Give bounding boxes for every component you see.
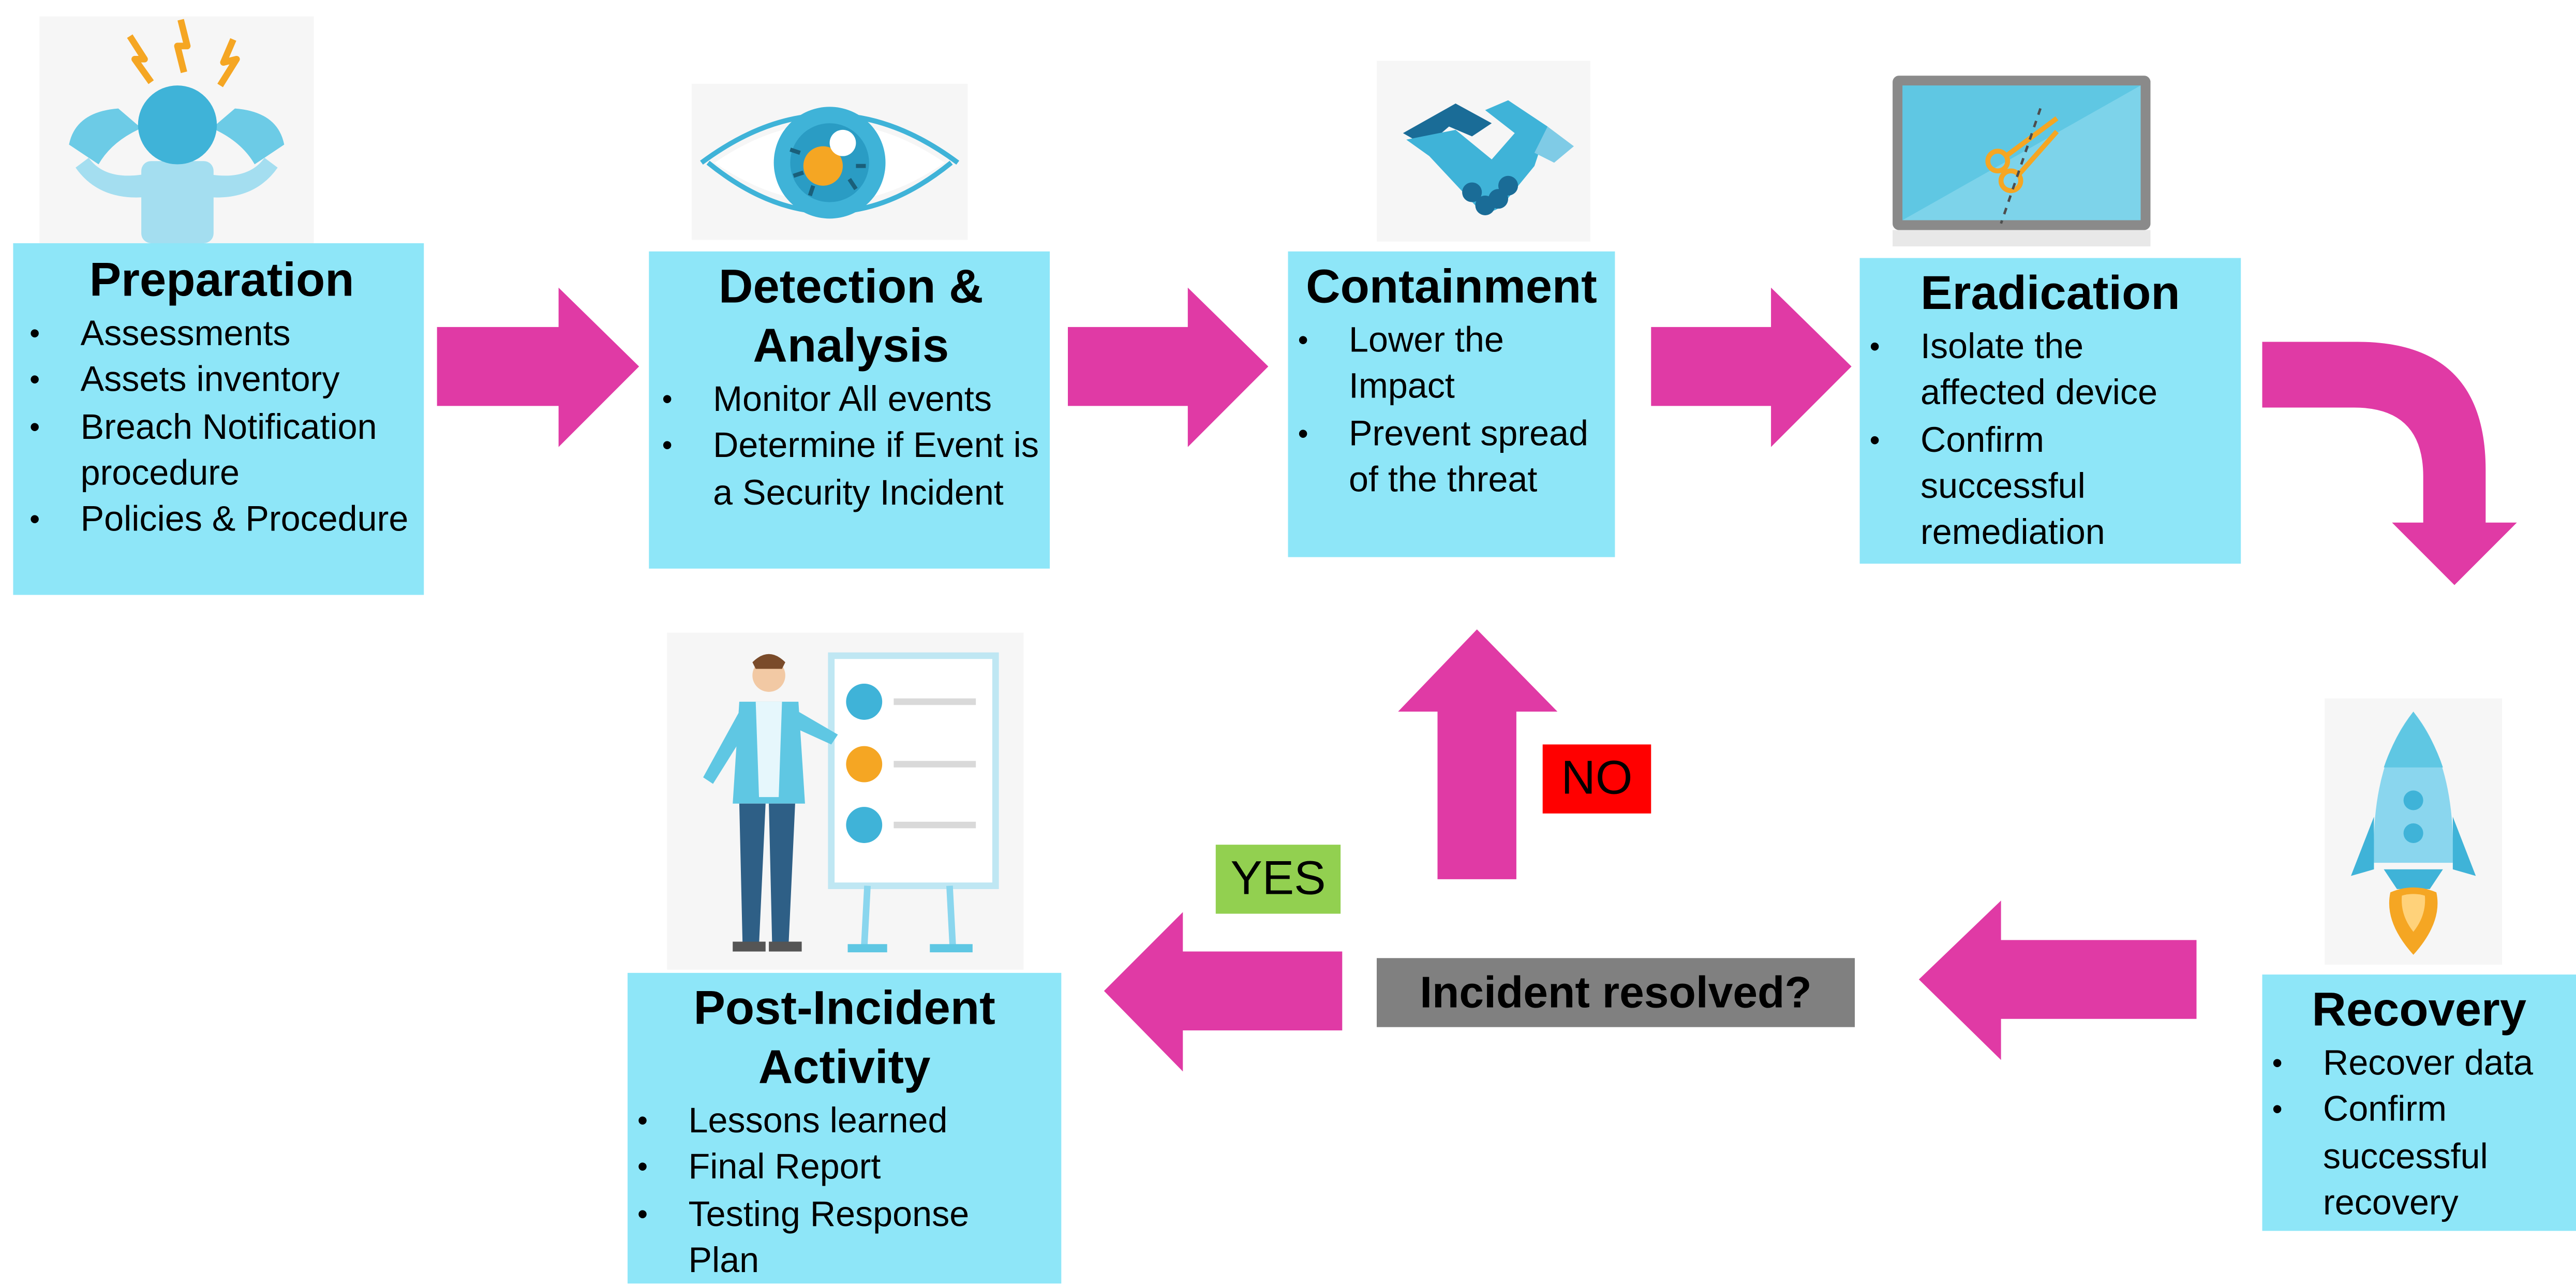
- arrow-decision-to-containment: [1398, 629, 1558, 879]
- list-item: Confirm successful remediation: [1860, 417, 2176, 556]
- yes-label: YES: [1215, 845, 1341, 914]
- arrow-decision-to-post-incident: [1104, 912, 1343, 1072]
- arrow-recovery-to-decision: [1918, 901, 2197, 1060]
- step-detection-analysis: Detection & Analysis Monitor All events …: [649, 251, 1050, 569]
- step-items: Isolate the affected device Confirm succ…: [1860, 324, 2241, 556]
- step-title: Containment: [1306, 261, 1597, 314]
- step-items: Assessments Assets inventory Breach Noti…: [20, 311, 424, 543]
- step-recovery: Recovery Recover data Confirm successful…: [2262, 975, 2576, 1231]
- list-item: Determine if Event is a Security Inciden…: [652, 423, 1050, 516]
- arrow-detection-to-containment: [1068, 287, 1269, 447]
- step-title: Eradication: [1920, 268, 2180, 321]
- list-item: Testing Response Plan: [628, 1191, 1012, 1284]
- step-items: Lower the Impact Prevent spread of the t…: [1288, 317, 1615, 503]
- step-title: Detection & Analysis: [718, 261, 984, 373]
- step-preparation: Preparation Assessments Assets inventory…: [13, 243, 424, 595]
- step-items: Monitor All events Determine if Event is…: [652, 376, 1050, 516]
- presentation-board-icon: [667, 632, 1024, 970]
- eye-icon: [691, 83, 968, 240]
- list-item: Recover data: [2262, 1040, 2543, 1087]
- list-item: Final Report: [628, 1144, 1012, 1191]
- laptop-scissors-icon: [1893, 76, 2151, 247]
- list-item: Policies & Procedure: [20, 497, 424, 544]
- handshake-icon: [1376, 61, 1590, 242]
- step-title: Preparation: [89, 255, 354, 307]
- list-item: Assessments: [20, 311, 424, 358]
- step-containment: Containment Lower the Impact Prevent spr…: [1288, 251, 1615, 557]
- step-eradication: Eradication Isolate the affected device …: [1859, 258, 2241, 564]
- step-post-incident-activity: Post-Incident Activity Lessons learned F…: [628, 972, 1062, 1283]
- step-items: Lessons learned Final Report Testing Res…: [628, 1098, 1061, 1283]
- step-title: Post-Incident Activity: [693, 982, 995, 1095]
- list-item: Confirm successful recovery: [2262, 1087, 2543, 1227]
- arrow-containment-to-eradication: [1651, 287, 1852, 447]
- list-item: Lessons learned: [628, 1098, 1012, 1145]
- step-title: Recovery: [2312, 984, 2527, 1037]
- list-item: Monitor All events: [652, 376, 1050, 423]
- list-item: Prevent spread of the threat: [1288, 410, 1589, 504]
- decision-question: Incident resolved?: [1376, 958, 1855, 1027]
- arrow-preparation-to-detection: [437, 287, 639, 447]
- list-item: Breach Notification procedure: [20, 404, 424, 497]
- list-item: Assets inventory: [20, 357, 424, 404]
- stressed-person-icon: [39, 16, 314, 243]
- rocket-icon: [2325, 698, 2503, 965]
- list-item: Isolate the affected device: [1860, 324, 2176, 417]
- list-item: Lower the Impact: [1288, 317, 1589, 410]
- no-label: NO: [1542, 744, 1651, 814]
- arrow-eradication-to-recovery: [2262, 342, 2517, 585]
- step-items: Recover data Confirm successful recovery: [2262, 1040, 2576, 1226]
